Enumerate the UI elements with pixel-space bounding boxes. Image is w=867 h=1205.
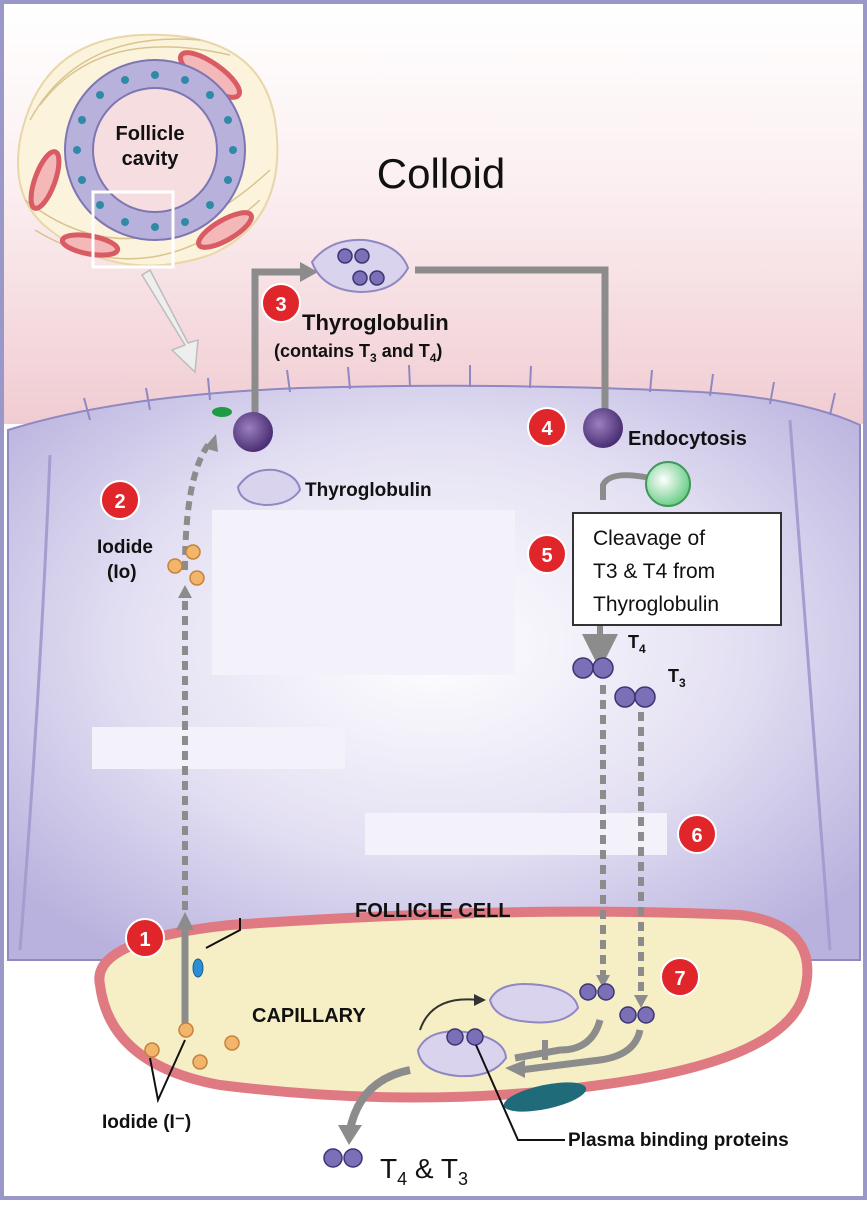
thyroglobulin-contains-label: (contains T3 and T4) [274, 341, 442, 365]
arrowhead-t3 [634, 995, 648, 1008]
step-badge-4: 4 [527, 407, 567, 447]
microvilli [83, 364, 836, 421]
svg-text:6: 6 [691, 825, 702, 847]
exit-arrow [346, 1066, 411, 1131]
arrowhead-transport [204, 434, 218, 452]
binding-arrow-head [474, 994, 486, 1006]
cleavage-line-3: Thyroglobulin [593, 593, 719, 616]
endocytosis-path [415, 266, 609, 420]
step-badge-2: 2 [100, 480, 140, 520]
exocytosis-vesicle [233, 412, 273, 452]
binding-flow-2 [519, 1029, 644, 1074]
iodide-io-label-1: Iodide [97, 537, 153, 558]
follicle-cavity-label-1: Follicle [116, 123, 185, 145]
plasma-binding-label: Plasma binding proteins [568, 1130, 789, 1151]
thyroglobulin-label: Thyroglobulin [302, 310, 449, 335]
cleavage-line-1: Cleavage of [593, 527, 705, 550]
endocytosis-vesicle [583, 408, 623, 448]
endocytosis-label: Endocytosis [628, 428, 747, 450]
cell-divider-right [788, 419, 832, 951]
t4-label: T4 [628, 632, 646, 656]
binding-flow-head [505, 1060, 525, 1078]
bound-hormone [446, 1028, 484, 1046]
iodide-blood-label: Iodide (I⁻) [102, 1112, 191, 1133]
step-badge-7: 7 [660, 957, 700, 997]
cell-thyroglobulin-blob [236, 468, 302, 507]
symporter-pointer [205, 918, 241, 949]
diffusion-arrows [182, 437, 644, 1000]
lysosome [645, 461, 691, 507]
binding-flow [514, 1018, 604, 1062]
secretion-arrow [251, 268, 305, 425]
svg-text:1: 1 [139, 929, 150, 951]
colloid-thyroglobulin [310, 238, 410, 294]
step-badge-5: 5 [527, 534, 567, 574]
t4-t3-bottom-label: T4 & T3 [380, 1153, 468, 1189]
capillary-t4 [579, 983, 615, 1001]
blank-box-2 [92, 727, 345, 769]
colloid-title: Colloid [377, 150, 505, 197]
free-hormone [323, 1148, 363, 1168]
nis-symporter [192, 958, 204, 978]
svg-text:3: 3 [275, 294, 286, 316]
t3-molecule [614, 686, 656, 708]
t4-molecule [572, 657, 614, 679]
svg-text:5: 5 [541, 545, 552, 567]
arrowhead-t4 [596, 975, 610, 988]
cell-thyroglobulin-label: Thyroglobulin [305, 480, 432, 501]
svg-text:4: 4 [541, 418, 553, 440]
svg-text:7: 7 [674, 968, 685, 990]
iodide-pointer [149, 1039, 186, 1104]
step-badge-6: 6 [677, 814, 717, 854]
iodide-io-particles [167, 544, 205, 586]
zoom-arrow [140, 268, 199, 374]
blank-box-3 [365, 813, 667, 855]
cleavage-box [572, 512, 782, 626]
iodide-io-label-2: (Io) [107, 562, 137, 583]
follicle-inset: Follicle cavity [17, 33, 279, 269]
follicle-cell-label: FOLLICLE CELL [355, 900, 511, 922]
binding-arrow [419, 998, 479, 1031]
blank-box-1 [212, 510, 515, 675]
lysosome-link [600, 472, 651, 500]
exit-arrow-head [338, 1125, 362, 1145]
t3-label: T3 [668, 666, 686, 690]
iodide-transport-head [176, 912, 194, 930]
cell-divider-left [18, 454, 52, 951]
follicle-cavity-label-2: cavity [122, 148, 180, 170]
step-badge-1: 1 [125, 918, 165, 958]
iodide-particles-blood [144, 1022, 240, 1070]
svg-text:2: 2 [114, 491, 125, 513]
pendrin-transporter [212, 407, 232, 417]
capillary-t3 [619, 1006, 655, 1024]
cleavage-line-2: T3 & T4 from [593, 560, 715, 583]
secretion-arrow-head [300, 262, 318, 282]
step-badge-3: 3 [261, 283, 301, 323]
binding-protein-1 [488, 983, 580, 1024]
capillary-label: CAPILLARY [252, 1005, 366, 1027]
arrowhead-iodide [178, 585, 192, 598]
capillary-nucleus [503, 1082, 587, 1112]
plasma-pointer [475, 1044, 565, 1141]
